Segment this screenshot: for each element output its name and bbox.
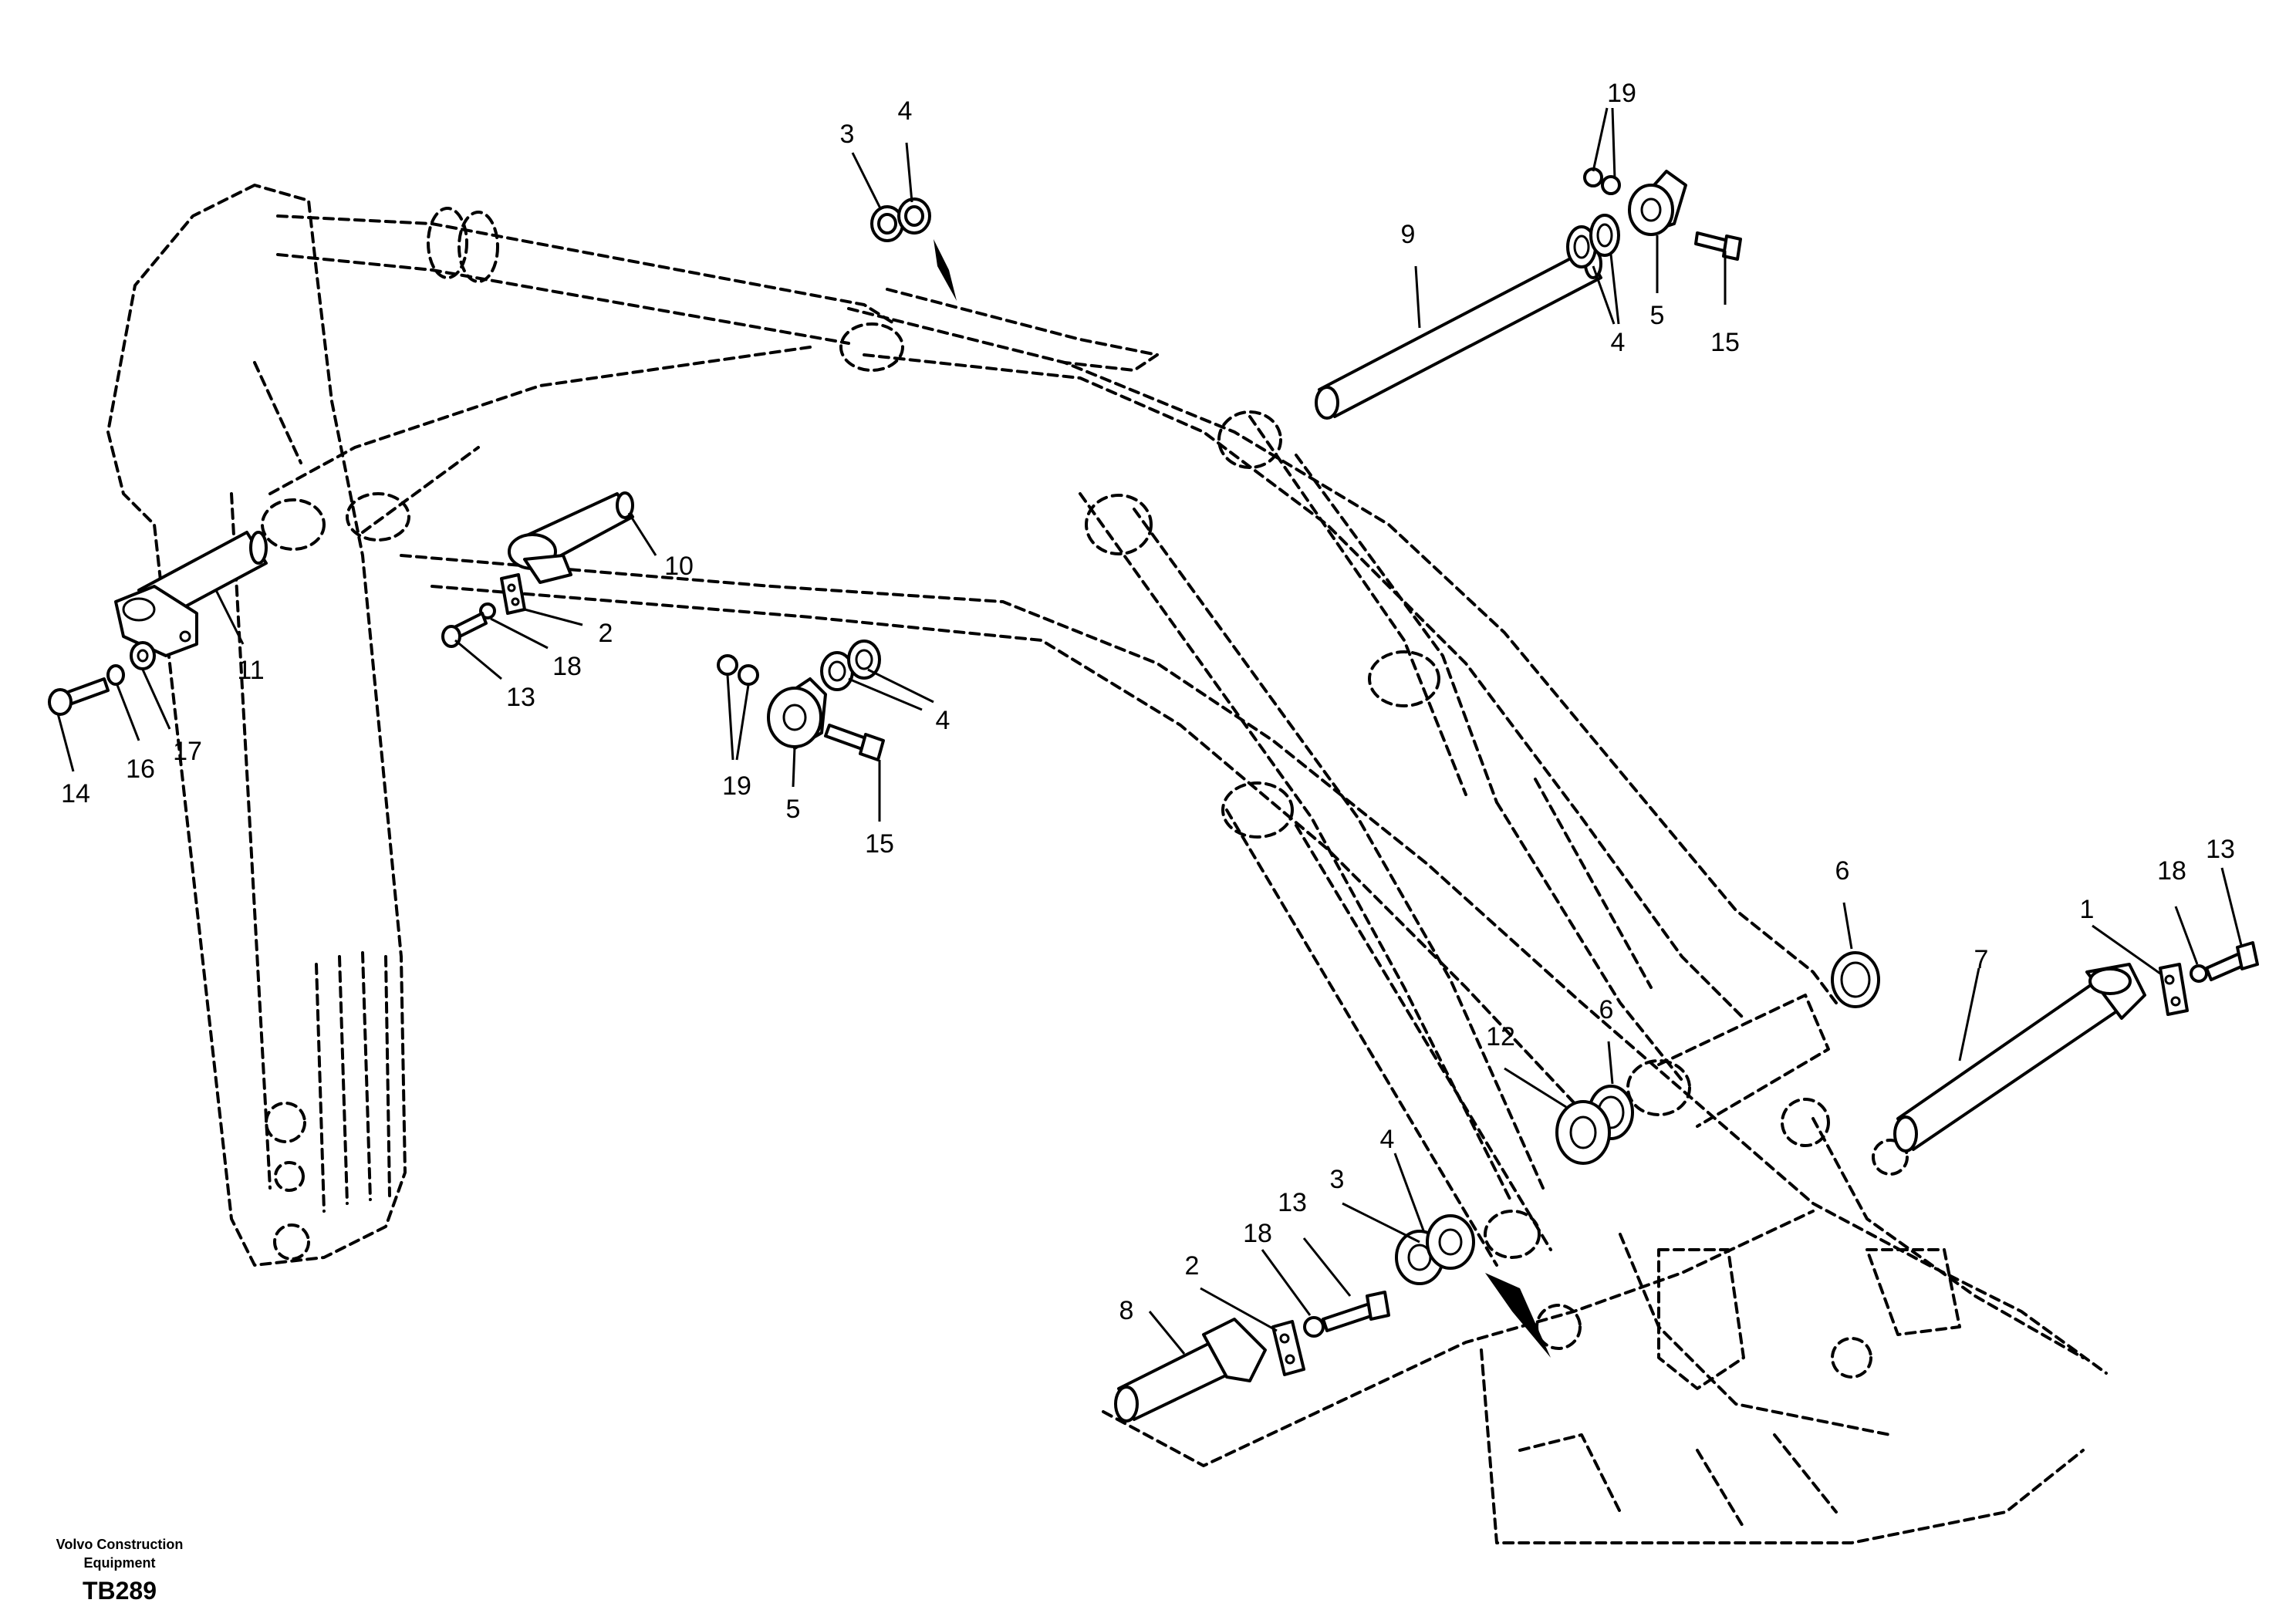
part-17-washer [130, 641, 156, 670]
callout-11: 11 [237, 656, 264, 685]
callout-18: 18 [552, 652, 582, 681]
callout-16: 16 [126, 754, 155, 784]
callout-4: 4 [898, 96, 913, 126]
callout-18: 18 [1243, 1219, 1272, 1248]
callout-19: 19 [722, 771, 751, 801]
callout-6: 6 [1599, 995, 1614, 1024]
callout-10: 10 [664, 552, 694, 581]
part-4-shim-top [897, 197, 931, 235]
part-18-washer-right [2190, 964, 2208, 983]
part-10-pin [508, 491, 634, 584]
callout-labels: 3 4 19 9 4 5 15 10 2 18 13 11 17 16 14 1… [61, 79, 2235, 1325]
part-15-bolt-left [824, 724, 885, 761]
part-13-bolt-right [2205, 941, 2259, 981]
callout-5: 5 [1650, 301, 1665, 330]
callout-13: 13 [2206, 835, 2235, 864]
callout-4: 4 [936, 706, 950, 735]
part-8-pin [1114, 1318, 1267, 1423]
callout-2: 2 [1185, 1251, 1200, 1281]
part-13-bolt-lower [1322, 1291, 1390, 1332]
leader-lines [56, 107, 2243, 1355]
callout-19: 19 [1607, 79, 1636, 108]
callout-6: 6 [1835, 856, 1850, 886]
callout-3: 3 [1330, 1165, 1345, 1194]
part-14-bolt [48, 677, 110, 716]
callout-9: 9 [1401, 220, 1416, 249]
part-15-bolt-right [1694, 231, 1742, 261]
part-19-nuts-left [717, 654, 759, 686]
part-5-collar-right [1628, 170, 1687, 236]
callout-15: 15 [865, 829, 894, 859]
callout-4: 4 [1611, 328, 1626, 357]
part-2-plate-lower [1271, 1320, 1305, 1376]
part-7-pin [1893, 963, 2146, 1153]
part-4-shims-right [1566, 214, 1620, 268]
part-6-shim-right [1831, 951, 1880, 1008]
part-5-collar-left [767, 677, 827, 750]
callout-7: 7 [1974, 945, 1989, 974]
part-11-pin [114, 531, 268, 657]
drawing-code: TB289 [82, 1577, 157, 1605]
callout-14: 14 [61, 779, 90, 808]
callout-2: 2 [599, 619, 613, 648]
callout-18: 18 [2157, 856, 2186, 886]
callout-12: 12 [1486, 1022, 1515, 1051]
part-12-shim [1555, 1100, 1611, 1165]
callout-4: 4 [1380, 1125, 1395, 1154]
boom-phantom-outline [106, 184, 2108, 1544]
callout-3: 3 [840, 120, 855, 149]
callout-13: 13 [1278, 1188, 1307, 1217]
part-13-bolt-top [441, 612, 488, 648]
publisher-credit: Volvo Construction Equipment [56, 1537, 184, 1571]
callout-15: 15 [1710, 328, 1740, 357]
part-1-plate [2159, 963, 2189, 1016]
callout-8: 8 [1119, 1296, 1134, 1325]
part-4-shims-left [820, 640, 881, 691]
callout-1: 1 [2080, 895, 2095, 924]
part-16-washer [106, 664, 125, 686]
part-9-pin [1315, 248, 1602, 420]
part-4-shim-lower [1426, 1214, 1475, 1270]
part-2-plate-top [500, 573, 526, 615]
callout-13: 13 [506, 683, 535, 712]
callout-5: 5 [786, 795, 801, 824]
part-3-shim-top [870, 205, 904, 242]
callout-17: 17 [173, 737, 202, 766]
part-18-washer-lower [1303, 1316, 1325, 1338]
